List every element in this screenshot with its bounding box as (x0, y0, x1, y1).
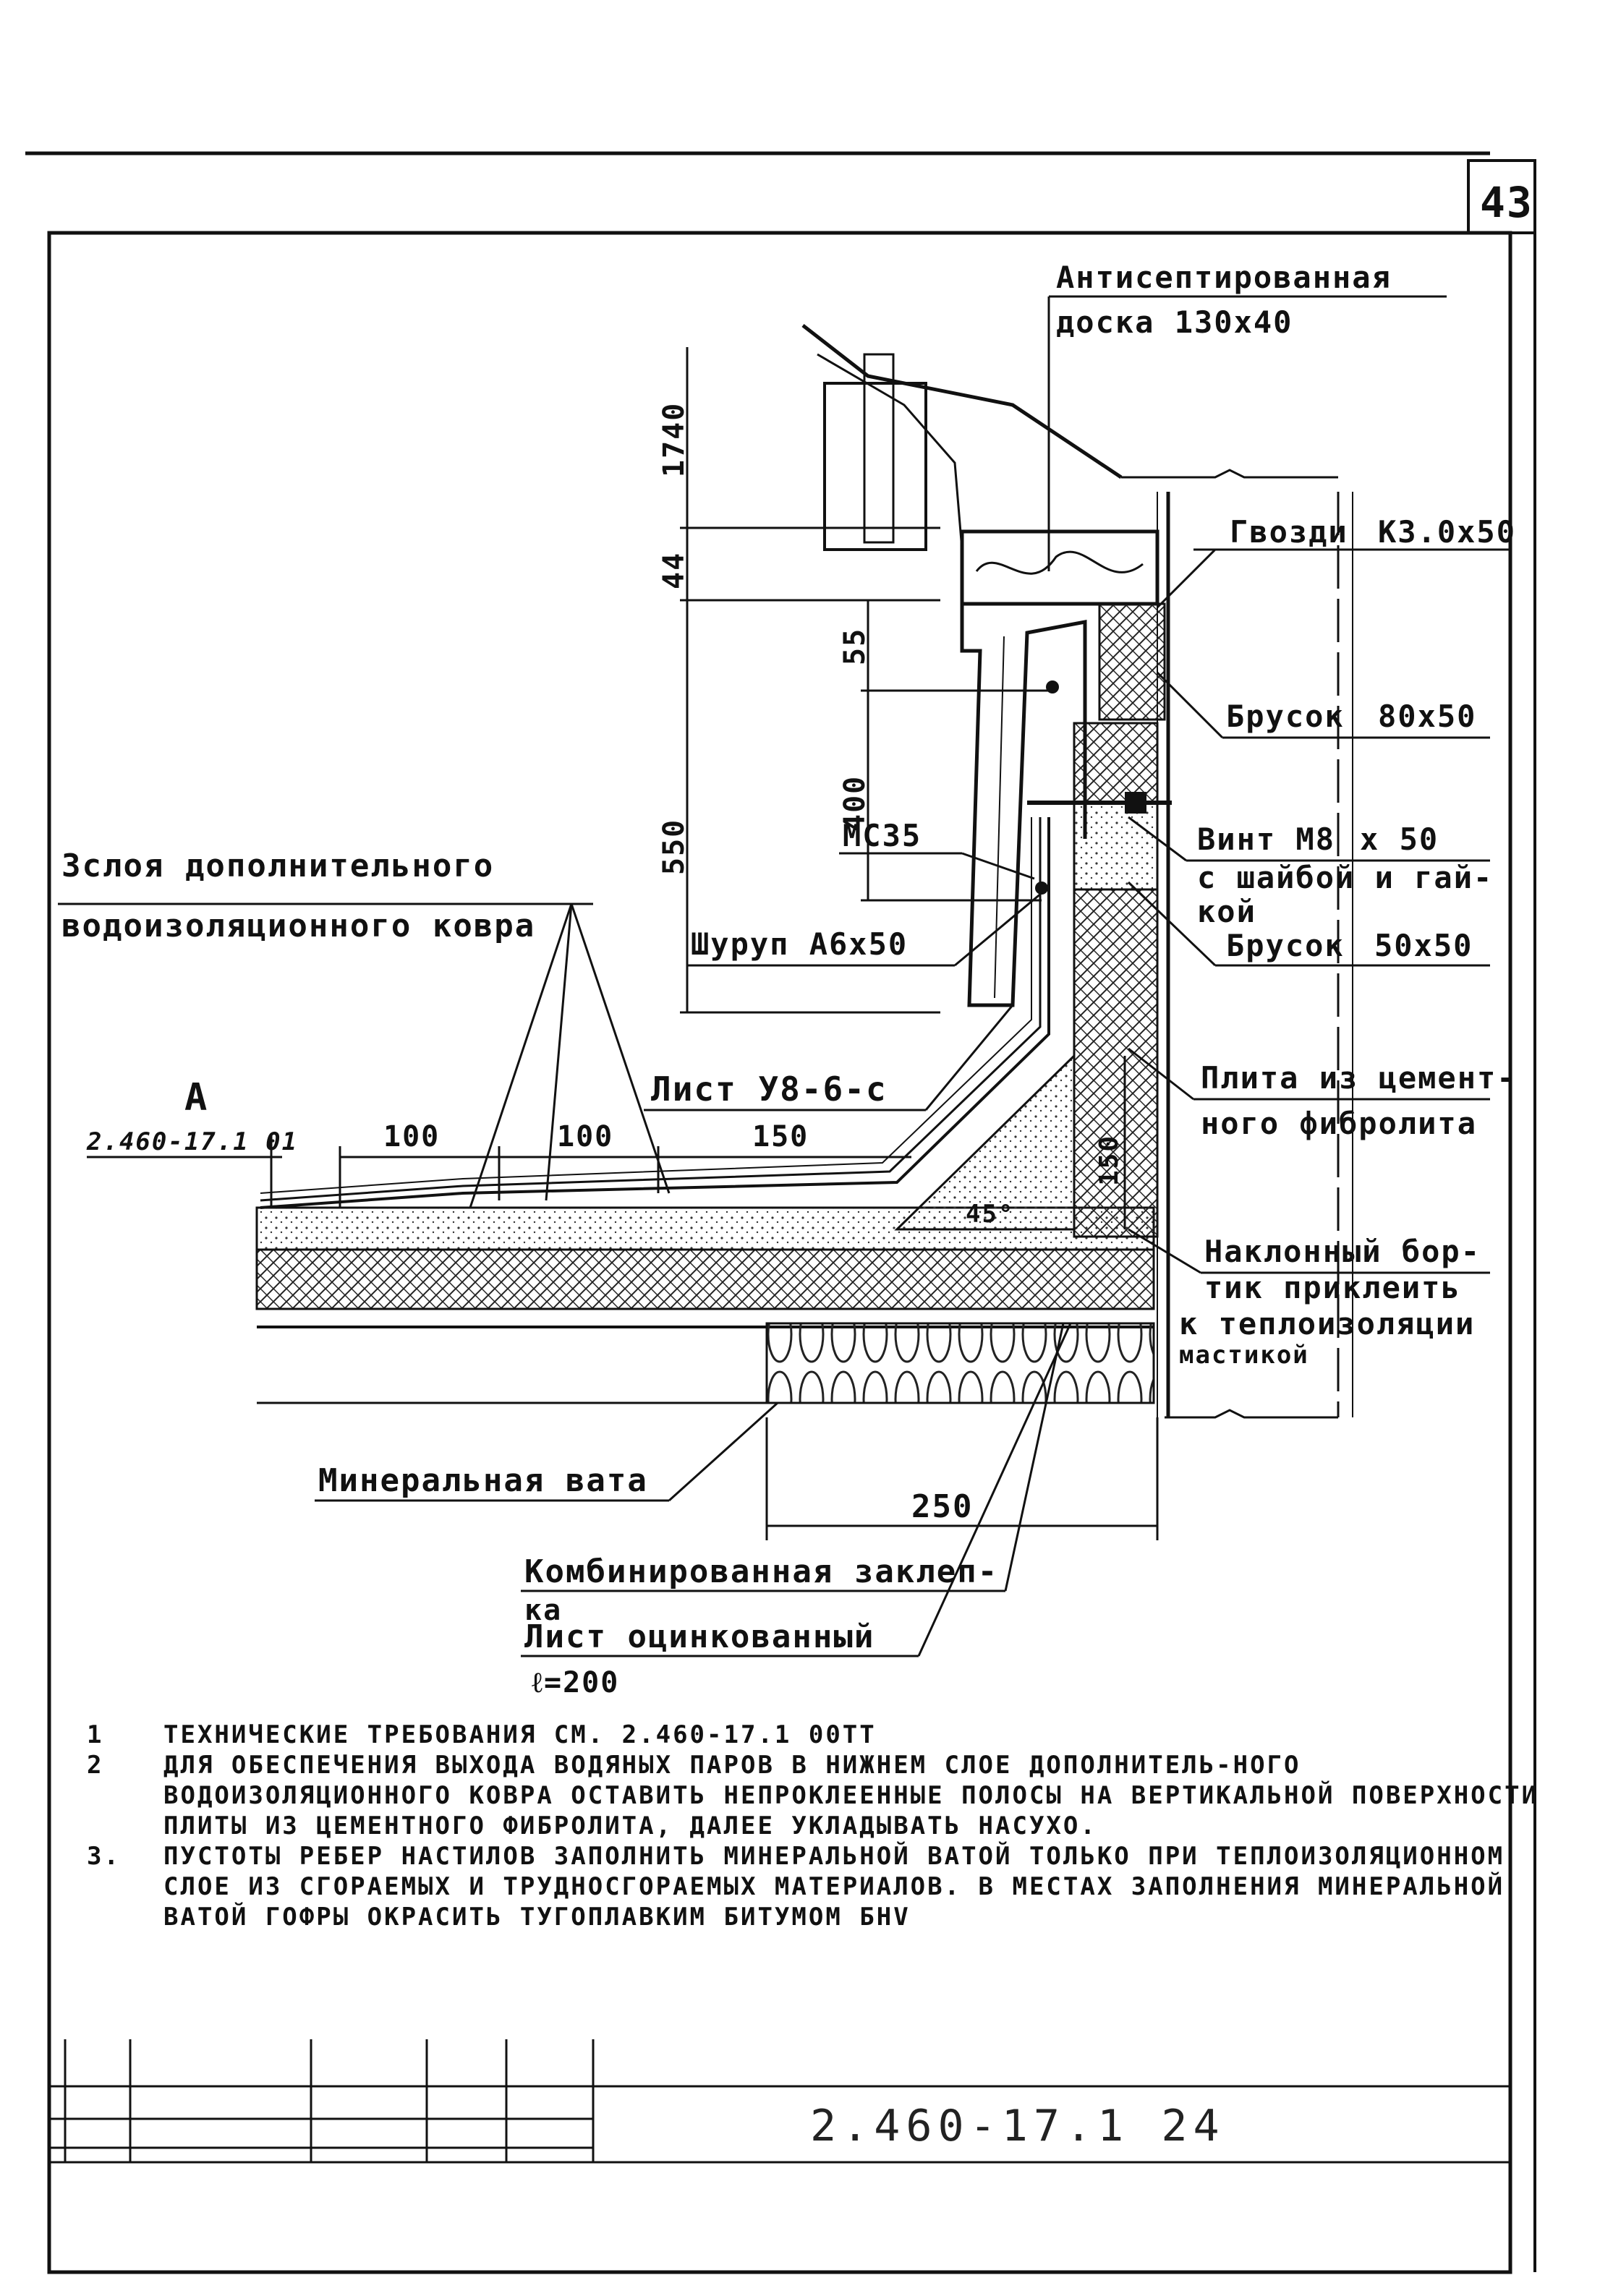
dim-150-v: 150 (1094, 1135, 1124, 1186)
label-slope-3: к теплоизоляции (1179, 1306, 1475, 1341)
sheet-frame (25, 151, 1536, 2274)
label-cement-board-2: ного фибролита (1201, 1106, 1477, 1141)
label-rivet-1: Комбинированная заклеп- (524, 1553, 998, 1590)
label-screw-a6: Шуруп А6х50 (691, 926, 908, 962)
label-mc35: МС35 (843, 818, 922, 853)
label-board-2: доска 130х40 (1056, 304, 1293, 340)
dim-angle: 45° (966, 1200, 1014, 1229)
label-sheet-u8: Лист У8-6-с (651, 1070, 888, 1109)
note-text: Для обеспечения выхода водяных паров в н… (163, 1751, 1539, 1840)
dim-550: 550 (658, 819, 691, 875)
label-ref-code: 2.460-17.1 01 (86, 1127, 298, 1156)
label-bar2-1: Брусок (1226, 928, 1345, 963)
dim-100-b: 100 (557, 1120, 613, 1153)
label-three-layers-2: водоизоляционного ковра (61, 908, 535, 944)
note-2: 2 Для обеспечения выхода водяных паров в… (58, 1750, 1548, 1841)
roof-layers (255, 817, 1155, 1404)
label-bar1-2: 80х50 (1378, 699, 1476, 734)
label-screw-m8-2: х 50 (1360, 821, 1439, 857)
label-screw-m8-1: Винт М8 (1197, 821, 1335, 857)
dim-250: 250 (911, 1488, 973, 1525)
label-nails-2: К3.0х50 (1378, 514, 1516, 550)
dim-1740: 1740 (658, 402, 691, 477)
note-number: 1 (87, 1720, 104, 1749)
label-washer-2: кой (1197, 894, 1256, 929)
cover-sheet (960, 593, 1087, 1007)
note-number: 3. (87, 1842, 121, 1871)
label-board-1: Антисептированная (1056, 260, 1392, 295)
note-3: 3. Пустоты ребер настилов заполнить мине… (58, 1841, 1548, 1932)
upper-roof (801, 324, 1123, 551)
label-cement-board-1: Плита из цемент- (1201, 1060, 1517, 1096)
horizontal-dimensions (339, 1056, 1159, 1540)
bar-80x50 (1098, 602, 1166, 721)
label-rivet-2: ка (524, 1594, 562, 1627)
label-slope-4: мастикой (1179, 1341, 1309, 1370)
title-block (49, 2039, 1510, 2164)
dim-100-a: 100 (383, 1120, 440, 1153)
label-bar2-2: 50х50 (1374, 928, 1473, 963)
dim-150-h: 150 (752, 1120, 809, 1153)
page-number: 43 (1480, 178, 1533, 227)
dim-55: 55 (838, 628, 872, 665)
dim-400: 400 (838, 775, 872, 832)
label-ref-letter: А (184, 1076, 208, 1119)
leader-lines (58, 295, 1512, 1657)
note-text: Пустоты ребер настилов заполнить минерал… (163, 1842, 1505, 1932)
label-washer-1: с шайбой и гай- (1197, 860, 1493, 895)
label-galv-sheet-1: Лист оцинкованный (524, 1618, 875, 1655)
label-slope-2: тик приклеить (1204, 1270, 1461, 1305)
label-three-layers-1: 3слоя дополнительного (61, 848, 494, 884)
vertical-dimensions (680, 347, 1049, 1014)
label-galv-sheet-2: ℓ=200 (532, 1666, 619, 1699)
dim-44: 44 (658, 552, 691, 589)
label-mineral-wool: Минеральная вата (318, 1462, 648, 1499)
note-text: Технические требования см. 2.460-17.1 00… (163, 1720, 877, 1749)
label-nails-1: Гвозди (1230, 514, 1348, 550)
antiseptic-board (960, 529, 1159, 606)
label-bar1-1: Брусок (1226, 699, 1345, 734)
doc-code: 2.460-17.1 24 (810, 2101, 1225, 2151)
notes: 1 Технические требования см. 2.460-17.1 … (58, 1720, 1548, 1932)
label-slope-1: Наклонный бор- (1204, 1234, 1481, 1269)
note-1: 1 Технические требования см. 2.460-17.1 … (58, 1720, 1548, 1750)
note-number: 2 (87, 1751, 104, 1780)
